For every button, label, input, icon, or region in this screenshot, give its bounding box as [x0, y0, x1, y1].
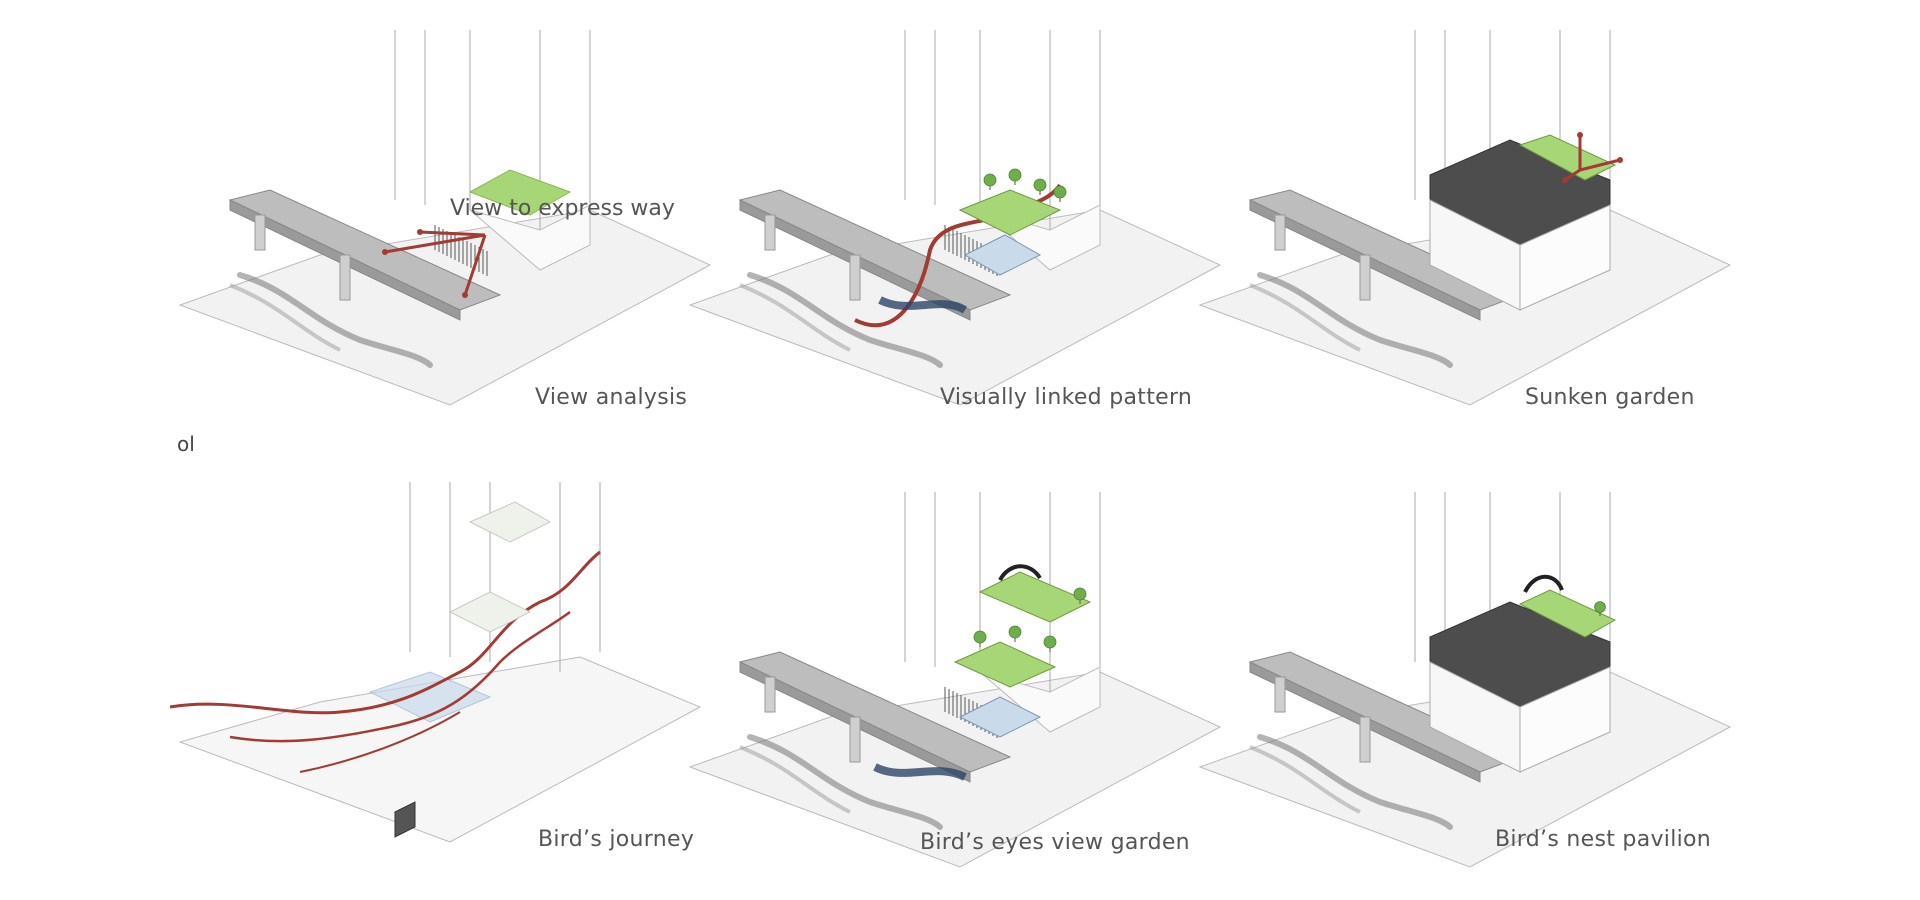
landscape-swirl [739, 283, 851, 352]
panel-sunken-garden: Sunken garden [1190, 20, 1732, 420]
expressway-pier [1274, 214, 1286, 251]
landscape-swirl [237, 272, 433, 368]
arrow-head [417, 229, 423, 235]
stray-text-fragment: ol [177, 432, 195, 456]
expressway-pier [254, 214, 266, 251]
upper-garden [978, 571, 1092, 623]
landscape-swirl [1249, 283, 1361, 352]
isometric-diagram [169, 482, 702, 843]
bird-path [299, 711, 461, 773]
arrow-head [382, 249, 388, 255]
isometric-diagram [1198, 492, 1732, 868]
arrow-head [1562, 177, 1568, 183]
tree-icon [1073, 587, 1087, 601]
tree-icon [973, 630, 987, 644]
green-roof-patch [468, 169, 572, 216]
arrow-head [462, 292, 468, 298]
landscape-swirl [229, 283, 341, 352]
podium-face [1519, 666, 1611, 773]
expressway-pier [849, 254, 861, 301]
tree-icon [1053, 185, 1067, 199]
tree-icon [1594, 601, 1606, 613]
expressway-pier [1359, 716, 1371, 763]
annotation-view-to-express-way: View to express way [450, 196, 675, 221]
view-arrow [1579, 158, 1621, 172]
panel-view-analysis: View to express way View analysis [170, 20, 712, 420]
landscape-swirl [747, 272, 943, 368]
landscape-swirl [747, 734, 943, 830]
facade-hatching [434, 225, 488, 276]
nest-pavilion [998, 564, 1042, 582]
view-arrow [384, 233, 486, 254]
landscape-swirl [1257, 734, 1453, 830]
lower-pool [958, 696, 1042, 738]
isometric-diagram [688, 492, 1222, 868]
sunken-water [878, 296, 968, 314]
caption-sunken-garden: Sunken garden [1525, 385, 1695, 410]
expressway-pier [1274, 676, 1286, 713]
middle-garden [953, 641, 1057, 688]
ghost-terrace [468, 501, 552, 543]
ghost-terrace [448, 591, 532, 633]
tree-icon [1008, 168, 1022, 182]
arrow-head [1577, 132, 1583, 138]
stair-block [394, 801, 416, 838]
landscape-swirl [1249, 745, 1361, 814]
expressway-pier [1359, 254, 1371, 301]
caption-birds-nest-pavilion: Bird’s nest pavilion [1495, 827, 1712, 852]
sunken-water [873, 763, 967, 781]
panel-birds-eyes-view-garden: Bird’s eyes view garden [680, 482, 1222, 882]
isometric-diagram [688, 30, 1222, 406]
view-arrow [1564, 168, 1581, 182]
green-roof-patch [1518, 134, 1617, 181]
tower-base [469, 204, 591, 271]
tree-icon [1033, 178, 1047, 192]
pool [963, 234, 1042, 276]
caption-birds-journey: Bird’s journey [538, 827, 695, 852]
view-arrow [419, 230, 486, 237]
expressway-pier [764, 676, 776, 713]
landscape-swirl [739, 745, 851, 814]
view-arrow [463, 234, 487, 296]
expressway-pier [849, 716, 861, 763]
caption-birds-eyes-view-garden: Bird’s eyes view garden [920, 830, 1190, 855]
podium-face [1519, 204, 1611, 311]
nest-pavilion [1523, 574, 1564, 594]
panel-visually-linked-pattern: Visually linked pattern [680, 20, 1222, 420]
tree-icon [983, 173, 997, 187]
tree-icon [1043, 635, 1057, 649]
caption-view-analysis: View analysis [535, 385, 688, 410]
isometric-diagram [178, 30, 712, 406]
isometric-diagram [1198, 30, 1732, 406]
panel-birds-journey: Bird’s journey [169, 482, 702, 882]
expressway-pier [339, 254, 351, 301]
rooftop-garden [1518, 589, 1617, 638]
panel-birds-nest-pavilion: Bird’s nest pavilion [1190, 482, 1732, 882]
bird-path [229, 610, 571, 743]
pool-outline [368, 671, 492, 723]
bird-path [169, 550, 601, 715]
tree-icon [1008, 625, 1022, 639]
green-terrace [958, 189, 1062, 236]
caption-visually-linked-pattern: Visually linked pattern [940, 385, 1193, 410]
landscape-swirl [1257, 272, 1453, 368]
arrow-head [1617, 157, 1623, 163]
expressway-pier [764, 214, 776, 251]
